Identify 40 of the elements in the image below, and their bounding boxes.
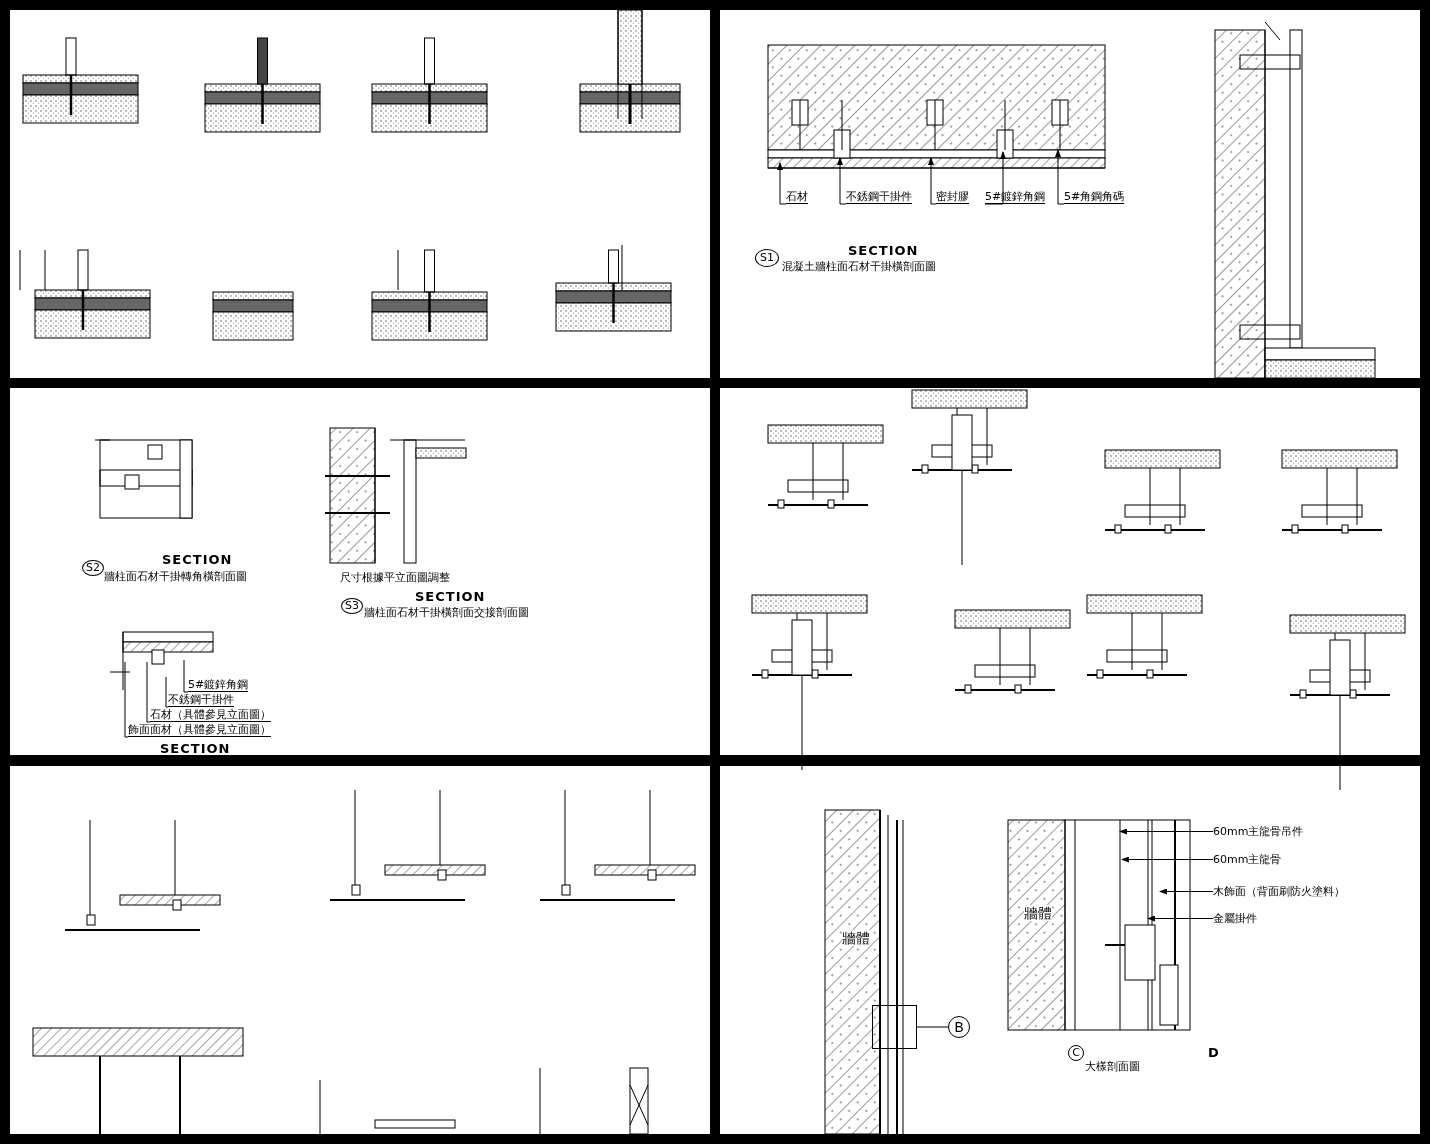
leader-line [984, 151, 1006, 205]
drawing-title: 大樣剖面圖 [1085, 1060, 1140, 1073]
drawing-title: 混凝土牆柱面石材干掛橫剖面圖 [782, 260, 936, 273]
leader-line [916, 1026, 949, 1028]
callout-label: 5#角鋼角碼 [1064, 190, 1125, 204]
wall-label: 牆體 [842, 930, 870, 946]
drawing-title: 牆柱面石材干掛橫剖面交接剖面圖 [364, 606, 529, 619]
callout-label: 不銹鋼干掛件 [168, 693, 234, 707]
leader-line [183, 659, 189, 693]
leader-line [1159, 888, 1214, 895]
callout-label: 不銹鋼干掛件 [846, 190, 912, 204]
leader-line [1121, 856, 1214, 863]
drawing-title: 牆柱面石材干掛轉角橫剖面圖 [104, 570, 247, 583]
leader-line [146, 661, 151, 723]
callout-label: 60mm主龍骨 [1213, 853, 1282, 866]
leader-line [928, 157, 937, 205]
wall-label: 牆體 [1024, 905, 1052, 921]
drawing-title: 尺寸根據平立面圖調整 [340, 571, 450, 584]
callout-label: 石材（具體參見立面圖） [150, 708, 271, 722]
callout-label: 60mm主龍骨吊件 [1213, 825, 1304, 838]
callout-label: 飾面面材（具體參見立面圖） [128, 723, 271, 737]
detail-box [872, 1005, 917, 1049]
callout-label: 5#鍍鋅角鋼 [188, 678, 249, 692]
callout-label: 密封膠 [936, 190, 969, 204]
leader-line [777, 162, 787, 205]
section-title: D [1208, 1046, 1220, 1059]
callout-label: 石材 [786, 190, 808, 204]
section-title: SECTION [162, 553, 233, 566]
leader-line [165, 676, 169, 708]
callout-label: 5#鍍鋅角鋼 [985, 190, 1046, 204]
leader-line [1055, 149, 1065, 205]
callout-label: 木飾面（背面刷防火塗料） [1213, 885, 1345, 898]
leader-line [124, 661, 129, 738]
section-title: SECTION [160, 742, 231, 755]
callout-label: 金屬掛件 [1213, 912, 1257, 925]
section-title: SECTION [415, 590, 486, 603]
leader-line [837, 157, 847, 205]
section-title: SECTION [848, 244, 919, 257]
leader-line [1147, 915, 1214, 922]
leader-line [1119, 828, 1214, 835]
